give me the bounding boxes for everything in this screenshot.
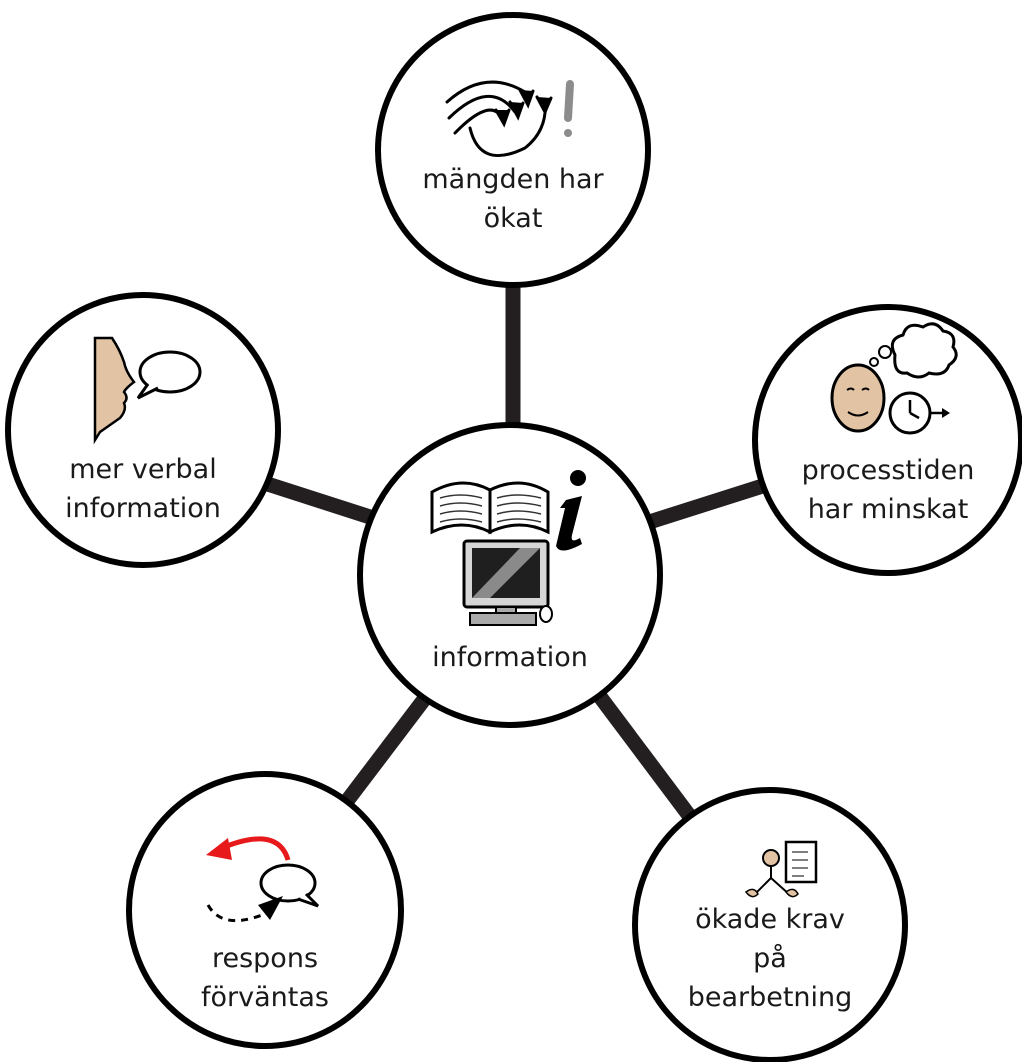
node-label-top-line-1: mängden har — [422, 164, 604, 195]
node-label-left-line-2: information — [65, 493, 221, 524]
information-icon — [430, 470, 586, 626]
node-label-right-line-2: har minskat — [807, 494, 969, 525]
node-label-bottom-right: ökade krav på bearbetning — [640, 900, 900, 1017]
node-label-top: mängden har ökat — [383, 160, 643, 238]
node-label-bottom-right-line-3: bearbetning — [687, 982, 853, 1013]
node-label-left-line-1: mer verbal — [69, 454, 217, 485]
node-label-left: mer verbal information — [13, 450, 273, 528]
center-label-text: information — [432, 642, 588, 673]
thinking-clock-icon — [830, 322, 958, 435]
node-circle-top — [375, 12, 651, 288]
node-circle-left — [5, 292, 281, 568]
response-arrow-icon — [206, 836, 320, 923]
node-label-bottom-right-line-1: ökade krav — [695, 904, 845, 935]
node-label-bottom-left: respons förväntas — [135, 939, 395, 1017]
node-circle-right — [752, 304, 1022, 576]
speaking-face-icon — [93, 336, 202, 445]
spoke-right — [637, 474, 778, 533]
node-label-bottom-left-line-2: förväntas — [201, 982, 329, 1013]
person-document-icon — [744, 840, 818, 898]
center-label: information — [380, 638, 640, 677]
node-label-bottom-left-line-1: respons — [211, 943, 319, 974]
increasing-amount-icon — [445, 80, 574, 157]
spoke-bottom-right — [589, 685, 706, 835]
node-label-top-line-2: ökat — [483, 203, 543, 234]
node-label-right: processtiden har minskat — [758, 451, 1018, 529]
node-circle-bottom-right — [632, 787, 908, 1062]
node-label-bottom-right-line-2: på — [753, 943, 787, 974]
node-label-right-line-1: processtiden — [801, 455, 975, 486]
